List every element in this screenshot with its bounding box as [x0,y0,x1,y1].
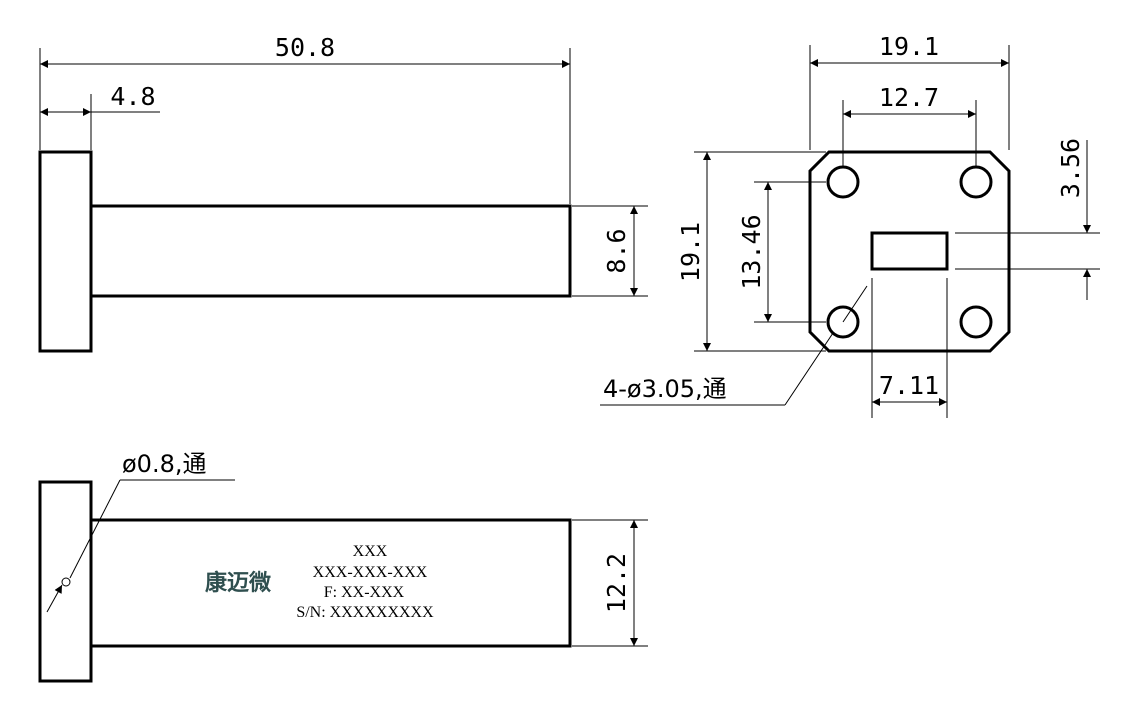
flange-hole [826,165,860,199]
overall-length-label: 50.8 [275,33,335,62]
pin-callout-label: ø0.8,通 [122,450,206,478]
dim-hole-spacing-x: 12.7 [842,83,977,166]
hole-callout-label: 4-ø3.05,通 [603,375,727,403]
dim-flange-width: 19.1 [809,32,1010,150]
marking-line-3: F: XX-XXX [324,584,405,601]
side-flange [38,480,93,683]
flange-thickness-label: 4.8 [110,82,155,111]
dim-aperture-height: 3.56 [955,138,1100,300]
dim-hole-spacing-y: 13.46 [737,181,826,323]
waveguide-aperture [870,231,949,271]
side-tube [89,518,572,648]
dim-tube-height: 8.6 [572,205,648,297]
top-tube [89,204,572,298]
dim-aperture-width: 7.11 [871,278,948,418]
dim-flange-height: 19.1 [676,151,826,352]
hole-spacing-x-label: 12.7 [879,83,939,112]
marking-line-2: XXX-XXX-XXX [313,564,428,581]
aperture-height-label: 3.56 [1056,138,1085,198]
flange-height-label: 19.1 [676,222,705,282]
pin-hole [61,577,71,587]
flange-hole [826,305,860,339]
tube-width-label: 12.2 [602,553,631,613]
dim-tube-width: 12.2 [572,519,648,647]
pin-callout: ø0.8,通 [46,450,235,613]
side-view: ø0.8,通 12.2 康迈微 XXX XXX-XXX-XXX F: XX-XX… [38,450,648,683]
tube-height-label: 8.6 [602,228,631,273]
flange-width-label: 19.1 [879,32,939,61]
flange-outline [808,150,1011,353]
marking-line-1: XXX [353,543,388,560]
marking-line-4: S/N: XXXXXXXXX [296,604,434,621]
flange-hole [959,165,993,199]
flange-hole [959,305,993,339]
dim-overall-length: 50.8 [39,33,571,204]
flange-view: 19.1 12.7 19.1 13.46 [600,32,1100,418]
brand-logo: 康迈微 [205,570,271,596]
top-flange [38,150,93,353]
top-view: 50.8 4.8 8.6 [38,33,648,353]
aperture-width-label: 7.11 [879,371,939,400]
dim-flange-thickness: 4.8 [40,82,160,150]
hole-callout: 4-ø3.05,通 [600,285,868,406]
hole-spacing-y-label: 13.46 [737,214,766,289]
